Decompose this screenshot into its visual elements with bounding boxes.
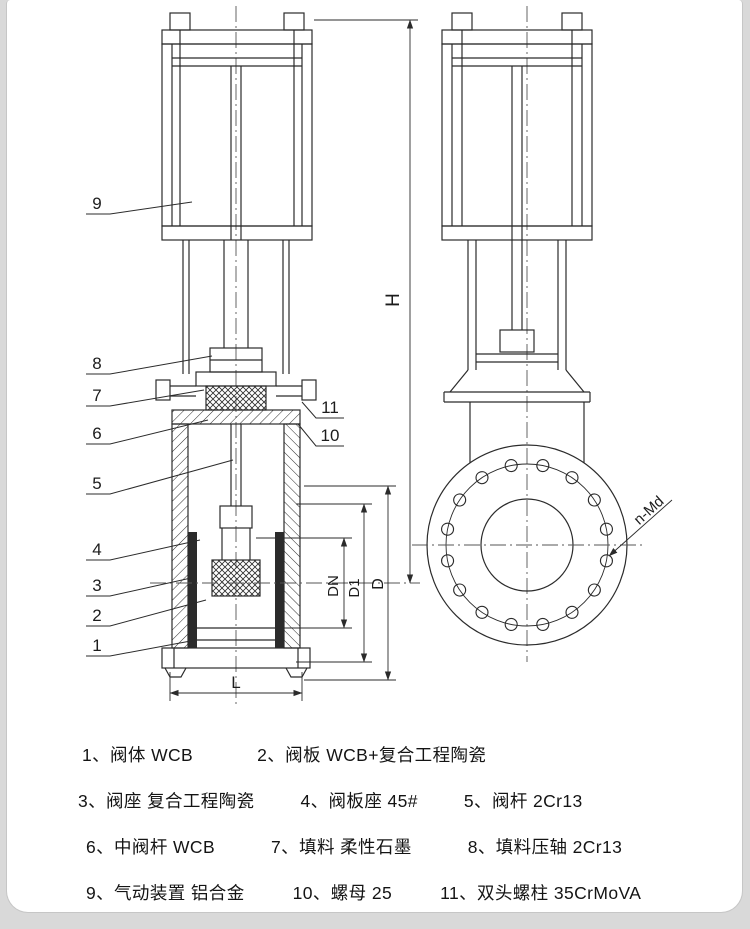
callout-6: 6 [92, 424, 101, 443]
legend-item-3: 3、阀座 复合工程陶瓷 [78, 791, 255, 811]
callout-10: 10 [321, 426, 340, 445]
leader-10 [297, 423, 344, 447]
pneumatic-cylinder [161, 12, 313, 241]
legend-item-10: 10、螺母 25 [292, 883, 393, 903]
leader-4 [86, 539, 201, 561]
leader-11 [301, 401, 344, 419]
legend-row-1: 1、阀体 WCB 2、阀板 WCB+复合工程陶瓷 [10, 742, 734, 767]
yoke-rods [182, 240, 290, 374]
dim-label-d1: D1 [346, 578, 363, 597]
packing-gland [155, 371, 317, 411]
dim-label-dn: DN [325, 575, 342, 597]
right-view [412, 6, 642, 662]
dim-label-d: D [370, 578, 387, 590]
legend-item-11: 11、双头螺柱 35CrMoVA [440, 883, 642, 903]
leader-5 [86, 459, 234, 495]
leader-8 [86, 355, 213, 375]
callout-4: 4 [92, 540, 101, 559]
dim-label-h: H [383, 293, 404, 307]
left-view [150, 6, 420, 708]
legend-item-9: 9、气动装置 铝合金 [86, 883, 245, 903]
leader-6 [86, 419, 209, 445]
callout-11: 11 [321, 398, 339, 417]
dim-label-l: L [231, 673, 240, 692]
dim-label-nmd: n-Md [631, 493, 668, 529]
valve-body-section [171, 409, 301, 649]
yoke-side [467, 240, 567, 370]
image-card [6, 0, 743, 913]
callout-2: 2 [92, 606, 101, 625]
callout-1: 1 [92, 636, 101, 655]
callout-9: 9 [92, 194, 101, 213]
parts-legend: 1、阀体 WCB 2、阀板 WCB+复合工程陶瓷 3、阀座 复合工程陶瓷 4、阀… [10, 742, 734, 926]
leader-1 [86, 639, 197, 657]
callout-5: 5 [92, 474, 101, 493]
legend-item-4: 4、阀板座 45# [300, 791, 418, 811]
callout-leaders [86, 201, 344, 657]
leader-7 [86, 389, 205, 407]
callout-3: 3 [92, 576, 101, 595]
dimension-annotations [169, 19, 673, 701]
legend-item-8: 8、填料压轴 2Cr13 [467, 837, 623, 857]
callout-7: 7 [92, 386, 101, 405]
legend-item-5: 5、阀杆 2Cr13 [463, 791, 583, 811]
legend-row-2: 3、阀座 复合工程陶瓷 4、阀板座 45# 5、阀杆 2Cr13 [10, 788, 734, 813]
callout-8: 8 [92, 354, 101, 373]
leader-2 [86, 599, 207, 627]
leader-3 [86, 577, 192, 597]
legend-item-6: 6、中阀杆 WCB [86, 837, 216, 857]
leader-9 [86, 201, 193, 215]
legend-row-3: 6、中阀杆 WCB 7、填料 柔性石墨 8、填料压轴 2Cr13 [10, 834, 734, 859]
legend-row-4: 9、气动装置 铝合金 10、螺母 25 11、双头螺柱 35CrMoVA [10, 880, 734, 905]
legend-item-2: 2、阀板 WCB+复合工程陶瓷 [257, 745, 487, 765]
bottom-flange [161, 647, 311, 678]
mounting-bracket [443, 369, 591, 463]
leader-line-nmd [608, 499, 673, 557]
legend-item-1: 1、阀体 WCB [82, 745, 194, 765]
valve-technical-drawing: H DN D1 D L n-Md 9 8 7 6 5 4 3 [86, 6, 673, 708]
legend-item-7: 7、填料 柔性石墨 [271, 837, 412, 857]
callout-numbers: 9 8 7 6 5 4 3 2 1 11 10 [92, 194, 339, 655]
pneumatic-cylinder-side [441, 12, 593, 241]
